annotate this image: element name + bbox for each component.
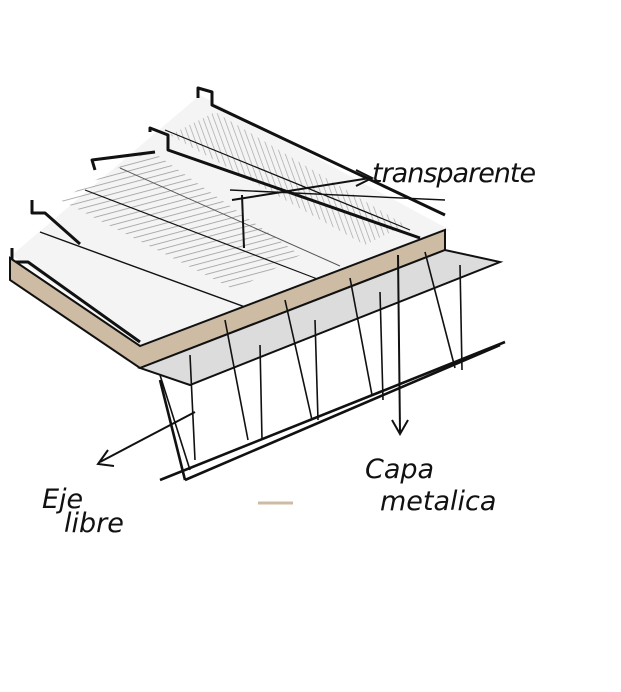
label-layer-line2: metalica — [380, 486, 496, 517]
label-layer-line1: Capa — [365, 454, 434, 485]
label-transparent: transparente — [372, 158, 536, 189]
label-axis-line2: libre — [64, 508, 124, 539]
